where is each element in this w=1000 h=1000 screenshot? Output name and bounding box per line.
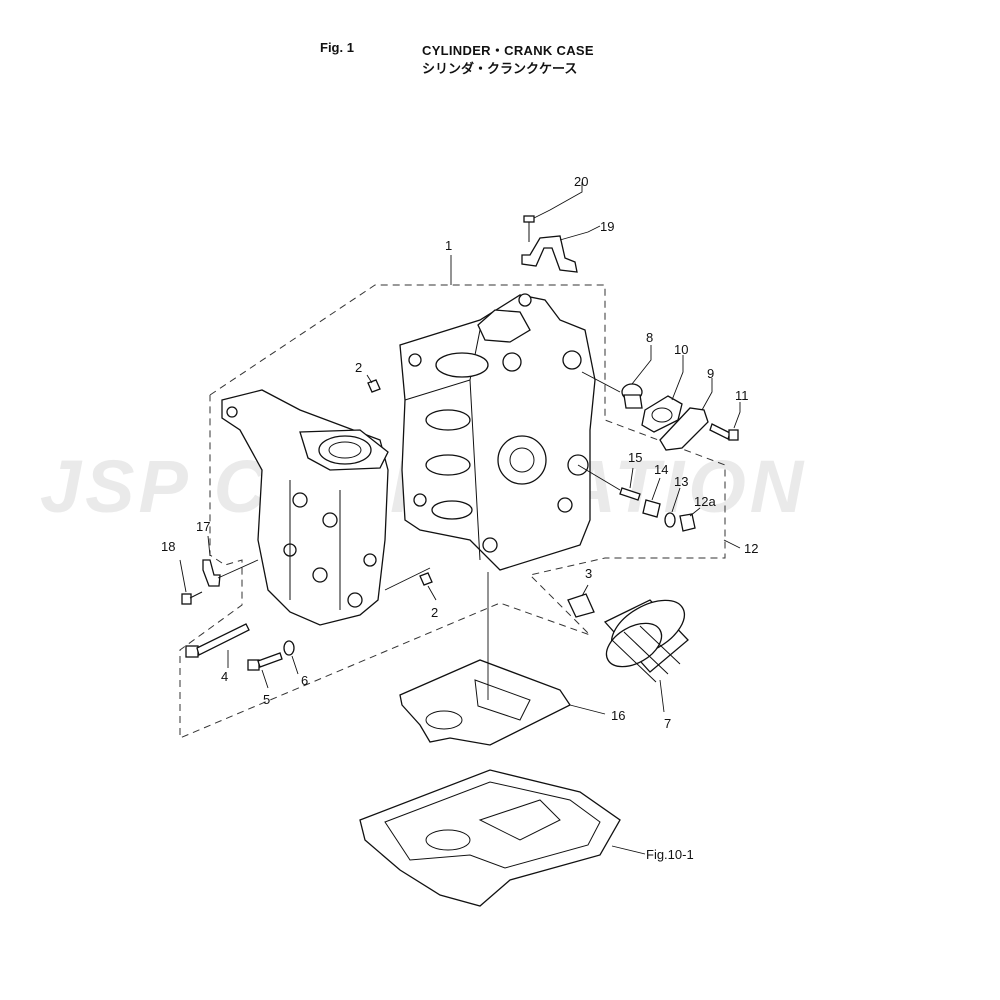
callout-7: 7 xyxy=(664,716,671,731)
part-11-bolt xyxy=(709,423,739,441)
title-japanese: シリンダ・クランクケース xyxy=(422,61,578,76)
callout-2-upper: 2 xyxy=(355,360,362,375)
callout-14: 14 xyxy=(654,462,668,477)
part-20-bolt xyxy=(523,215,535,242)
leader-lines xyxy=(179,182,741,855)
callout-19: 19 xyxy=(600,219,614,234)
part-12a-plug xyxy=(679,513,696,532)
callout-10: 10 xyxy=(674,342,688,357)
callout-labels: 1 2 2 3 4 5 6 7 8 9 10 11 12 12a 13 14 1… xyxy=(161,174,758,862)
callout-5: 5 xyxy=(263,692,270,707)
crankcase-block xyxy=(399,293,596,571)
callout-3: 3 xyxy=(585,566,592,581)
part-7-oil-filter xyxy=(603,599,689,683)
part-2-dowel-lower xyxy=(419,572,433,586)
oil-pan-reference xyxy=(359,769,621,907)
callout-13: 13 xyxy=(674,474,688,489)
callout-4: 4 xyxy=(221,669,228,684)
callout-15: 15 xyxy=(628,450,642,465)
cylinder-half-left xyxy=(221,389,389,626)
callout-8: 8 xyxy=(646,330,653,345)
callout-16: 16 xyxy=(611,708,625,723)
part-5-bolt xyxy=(247,652,283,671)
callout-12: 12 xyxy=(744,541,758,556)
diagram-header: Fig. 1 CYLINDER・CRANK CASE シリンダ・クランクケース xyxy=(0,38,1000,78)
title-english: CYLINDER・CRANK CASE xyxy=(422,43,594,58)
part-17-bracket xyxy=(202,559,221,587)
figure-number: Fig. 1 xyxy=(320,40,354,55)
callout-fig-10-1: Fig.10-1 xyxy=(646,847,694,862)
callout-9: 9 xyxy=(707,366,714,381)
part-8-thermostat xyxy=(621,383,643,409)
callout-2-lower: 2 xyxy=(431,605,438,620)
callout-1: 1 xyxy=(445,238,452,253)
part-15-pin xyxy=(619,487,641,501)
part-2-dowel-upper xyxy=(367,379,381,393)
part-18-bolt xyxy=(181,591,203,605)
callout-17: 17 xyxy=(196,519,210,534)
part-16-gasket xyxy=(399,659,571,746)
part-6-washer xyxy=(283,640,295,656)
part-13-o-ring xyxy=(664,512,676,528)
callout-12a: 12a xyxy=(694,494,716,509)
part-4-long-bolt xyxy=(185,623,250,658)
part-3-bushing xyxy=(567,593,595,618)
callout-18: 18 xyxy=(161,539,175,554)
callout-11: 11 xyxy=(735,388,749,403)
part-9-cover xyxy=(659,407,709,451)
assembly-boundary xyxy=(179,284,726,739)
part-19-bracket xyxy=(521,235,578,273)
callout-6: 6 xyxy=(301,673,308,688)
part-14-sleeve xyxy=(642,499,661,518)
callout-20: 20 xyxy=(574,174,588,189)
